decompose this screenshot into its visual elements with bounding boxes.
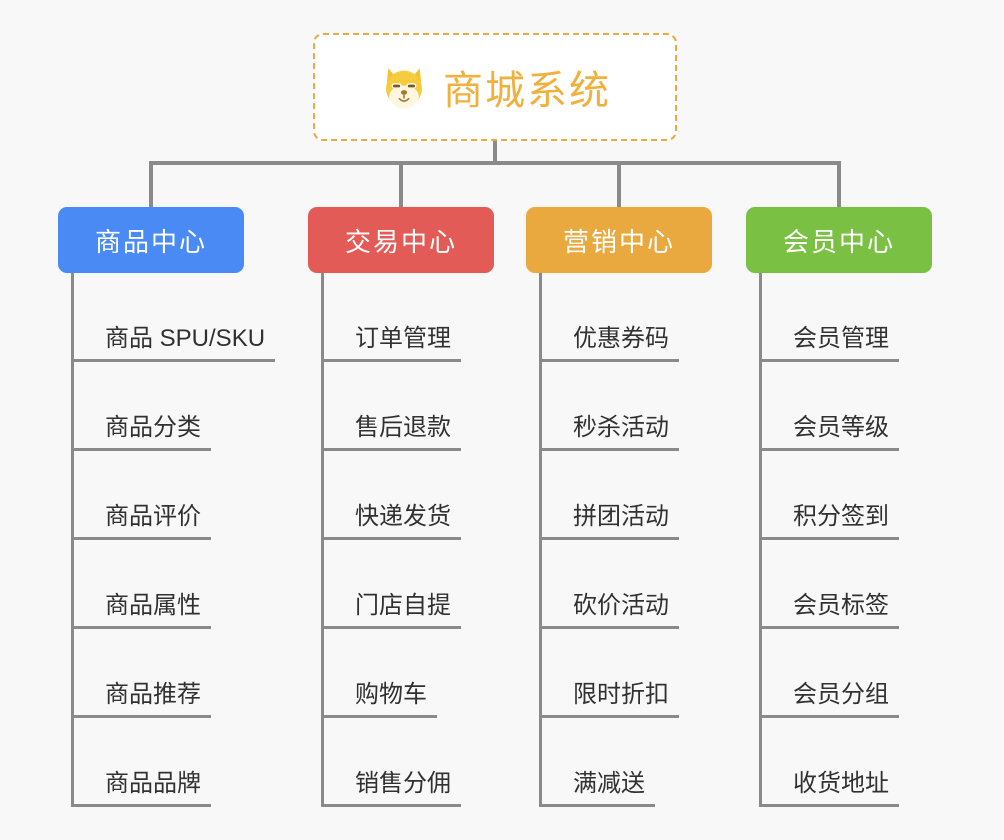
root-node[interactable]: 商城系统 <box>313 33 677 141</box>
leaf-item[interactable]: 限时折扣 <box>526 629 712 718</box>
leaf-item-label: 商品推荐 <box>71 681 211 718</box>
leaf-item-label: 会员分组 <box>759 681 899 718</box>
leaf-item-label: 会员管理 <box>759 325 899 362</box>
leaf-item[interactable]: 收货地址 <box>746 718 932 807</box>
leaf-item-label: 商品属性 <box>71 592 211 629</box>
leaf-item[interactable]: 会员分组 <box>746 629 932 718</box>
leaf-item[interactable]: 门店自提 <box>308 540 494 629</box>
leaf-item-label: 优惠券码 <box>539 325 679 362</box>
leaf-item[interactable]: 秒杀活动 <box>526 362 712 451</box>
leaf-item[interactable]: 会员管理 <box>746 273 932 362</box>
leaf-item-label: 会员标签 <box>759 592 899 629</box>
leaf-item-label: 收货地址 <box>759 770 899 807</box>
leaf-item-label: 秒杀活动 <box>539 414 679 451</box>
leaf-item[interactable]: 商品属性 <box>58 540 244 629</box>
category-header-product-center[interactable]: 商品中心 <box>58 207 244 273</box>
leaf-item-label: 商品 SPU/SKU <box>71 325 276 362</box>
category-header-label: 交易中心 <box>344 226 457 257</box>
category-header-member-center[interactable]: 会员中心 <box>746 207 932 273</box>
leaf-list-marketing-center: 优惠券码秒杀活动拼团活动砍价活动限时折扣满减送 <box>526 273 712 807</box>
leaf-item-label: 商品品牌 <box>71 770 211 807</box>
category-header-label: 商品中心 <box>94 226 207 257</box>
category-column-product-center: 商品中心商品 SPU/SKU 商品分类商品评价商品属性商品推荐商品品牌 <box>58 207 276 807</box>
leaf-item[interactable]: 商品 SPU/SKU <box>58 273 276 362</box>
leaf-item-label: 售后退款 <box>321 414 461 451</box>
leaf-list-member-center: 会员管理会员等级积分签到会员标签会员分组收货地址 <box>746 273 932 807</box>
leaf-item[interactable]: 订单管理 <box>308 273 494 362</box>
leaf-item-label: 限时折扣 <box>539 681 679 718</box>
category-header-trade-center[interactable]: 交易中心 <box>308 207 494 273</box>
leaf-item[interactable]: 会员标签 <box>746 540 932 629</box>
root-title: 商城系统 <box>443 69 611 113</box>
leaf-item-label: 积分签到 <box>759 503 899 540</box>
leaf-item[interactable]: 砍价活动 <box>526 540 712 629</box>
leaf-item-label: 拼团活动 <box>539 503 679 540</box>
category-column-trade-center: 交易中心订单管理售后退款快递发货门店自提购物车销售分佣 <box>308 207 494 807</box>
leaf-item-label: 快递发货 <box>321 503 461 540</box>
leaf-item[interactable]: 会员等级 <box>746 362 932 451</box>
leaf-item-label: 订单管理 <box>321 325 461 362</box>
leaf-item[interactable]: 快递发货 <box>308 451 494 540</box>
leaf-item[interactable]: 售后退款 <box>308 362 494 451</box>
category-header-marketing-center[interactable]: 营销中心 <box>526 207 712 273</box>
leaf-item[interactable]: 商品评价 <box>58 451 244 540</box>
leaf-item[interactable]: 商品品牌 <box>58 718 244 807</box>
leaf-item[interactable]: 商品分类 <box>58 362 244 451</box>
category-column-marketing-center: 营销中心优惠券码秒杀活动拼团活动砍价活动限时折扣满减送 <box>526 207 712 807</box>
leaf-list-trade-center: 订单管理售后退款快递发货门店自提购物车销售分佣 <box>308 273 494 807</box>
leaf-item[interactable]: 购物车 <box>308 629 494 718</box>
leaf-item[interactable]: 满减送 <box>526 718 712 807</box>
leaf-item-label: 商品评价 <box>71 503 211 540</box>
shiba-dog-face-icon <box>379 62 429 112</box>
leaf-item-label: 门店自提 <box>321 592 461 629</box>
leaf-list-product-center: 商品 SPU/SKU 商品分类商品评价商品属性商品推荐商品品牌 <box>58 273 276 807</box>
category-header-label: 营销中心 <box>562 226 675 257</box>
leaf-item-label: 商品分类 <box>71 414 211 451</box>
leaf-item-label: 满减送 <box>539 770 655 807</box>
category-column-member-center: 会员中心会员管理会员等级积分签到会员标签会员分组收货地址 <box>746 207 932 807</box>
leaf-item[interactable]: 积分签到 <box>746 451 932 540</box>
leaf-item[interactable]: 商品推荐 <box>58 629 244 718</box>
leaf-item-label: 销售分佣 <box>321 770 461 807</box>
leaf-item-label: 砍价活动 <box>539 592 679 629</box>
leaf-item[interactable]: 拼团活动 <box>526 451 712 540</box>
leaf-item-label: 会员等级 <box>759 414 899 451</box>
leaf-item[interactable]: 销售分佣 <box>308 718 494 807</box>
leaf-item[interactable]: 优惠券码 <box>526 273 712 362</box>
leaf-item-label: 购物车 <box>321 681 437 718</box>
category-header-label: 会员中心 <box>782 226 895 257</box>
